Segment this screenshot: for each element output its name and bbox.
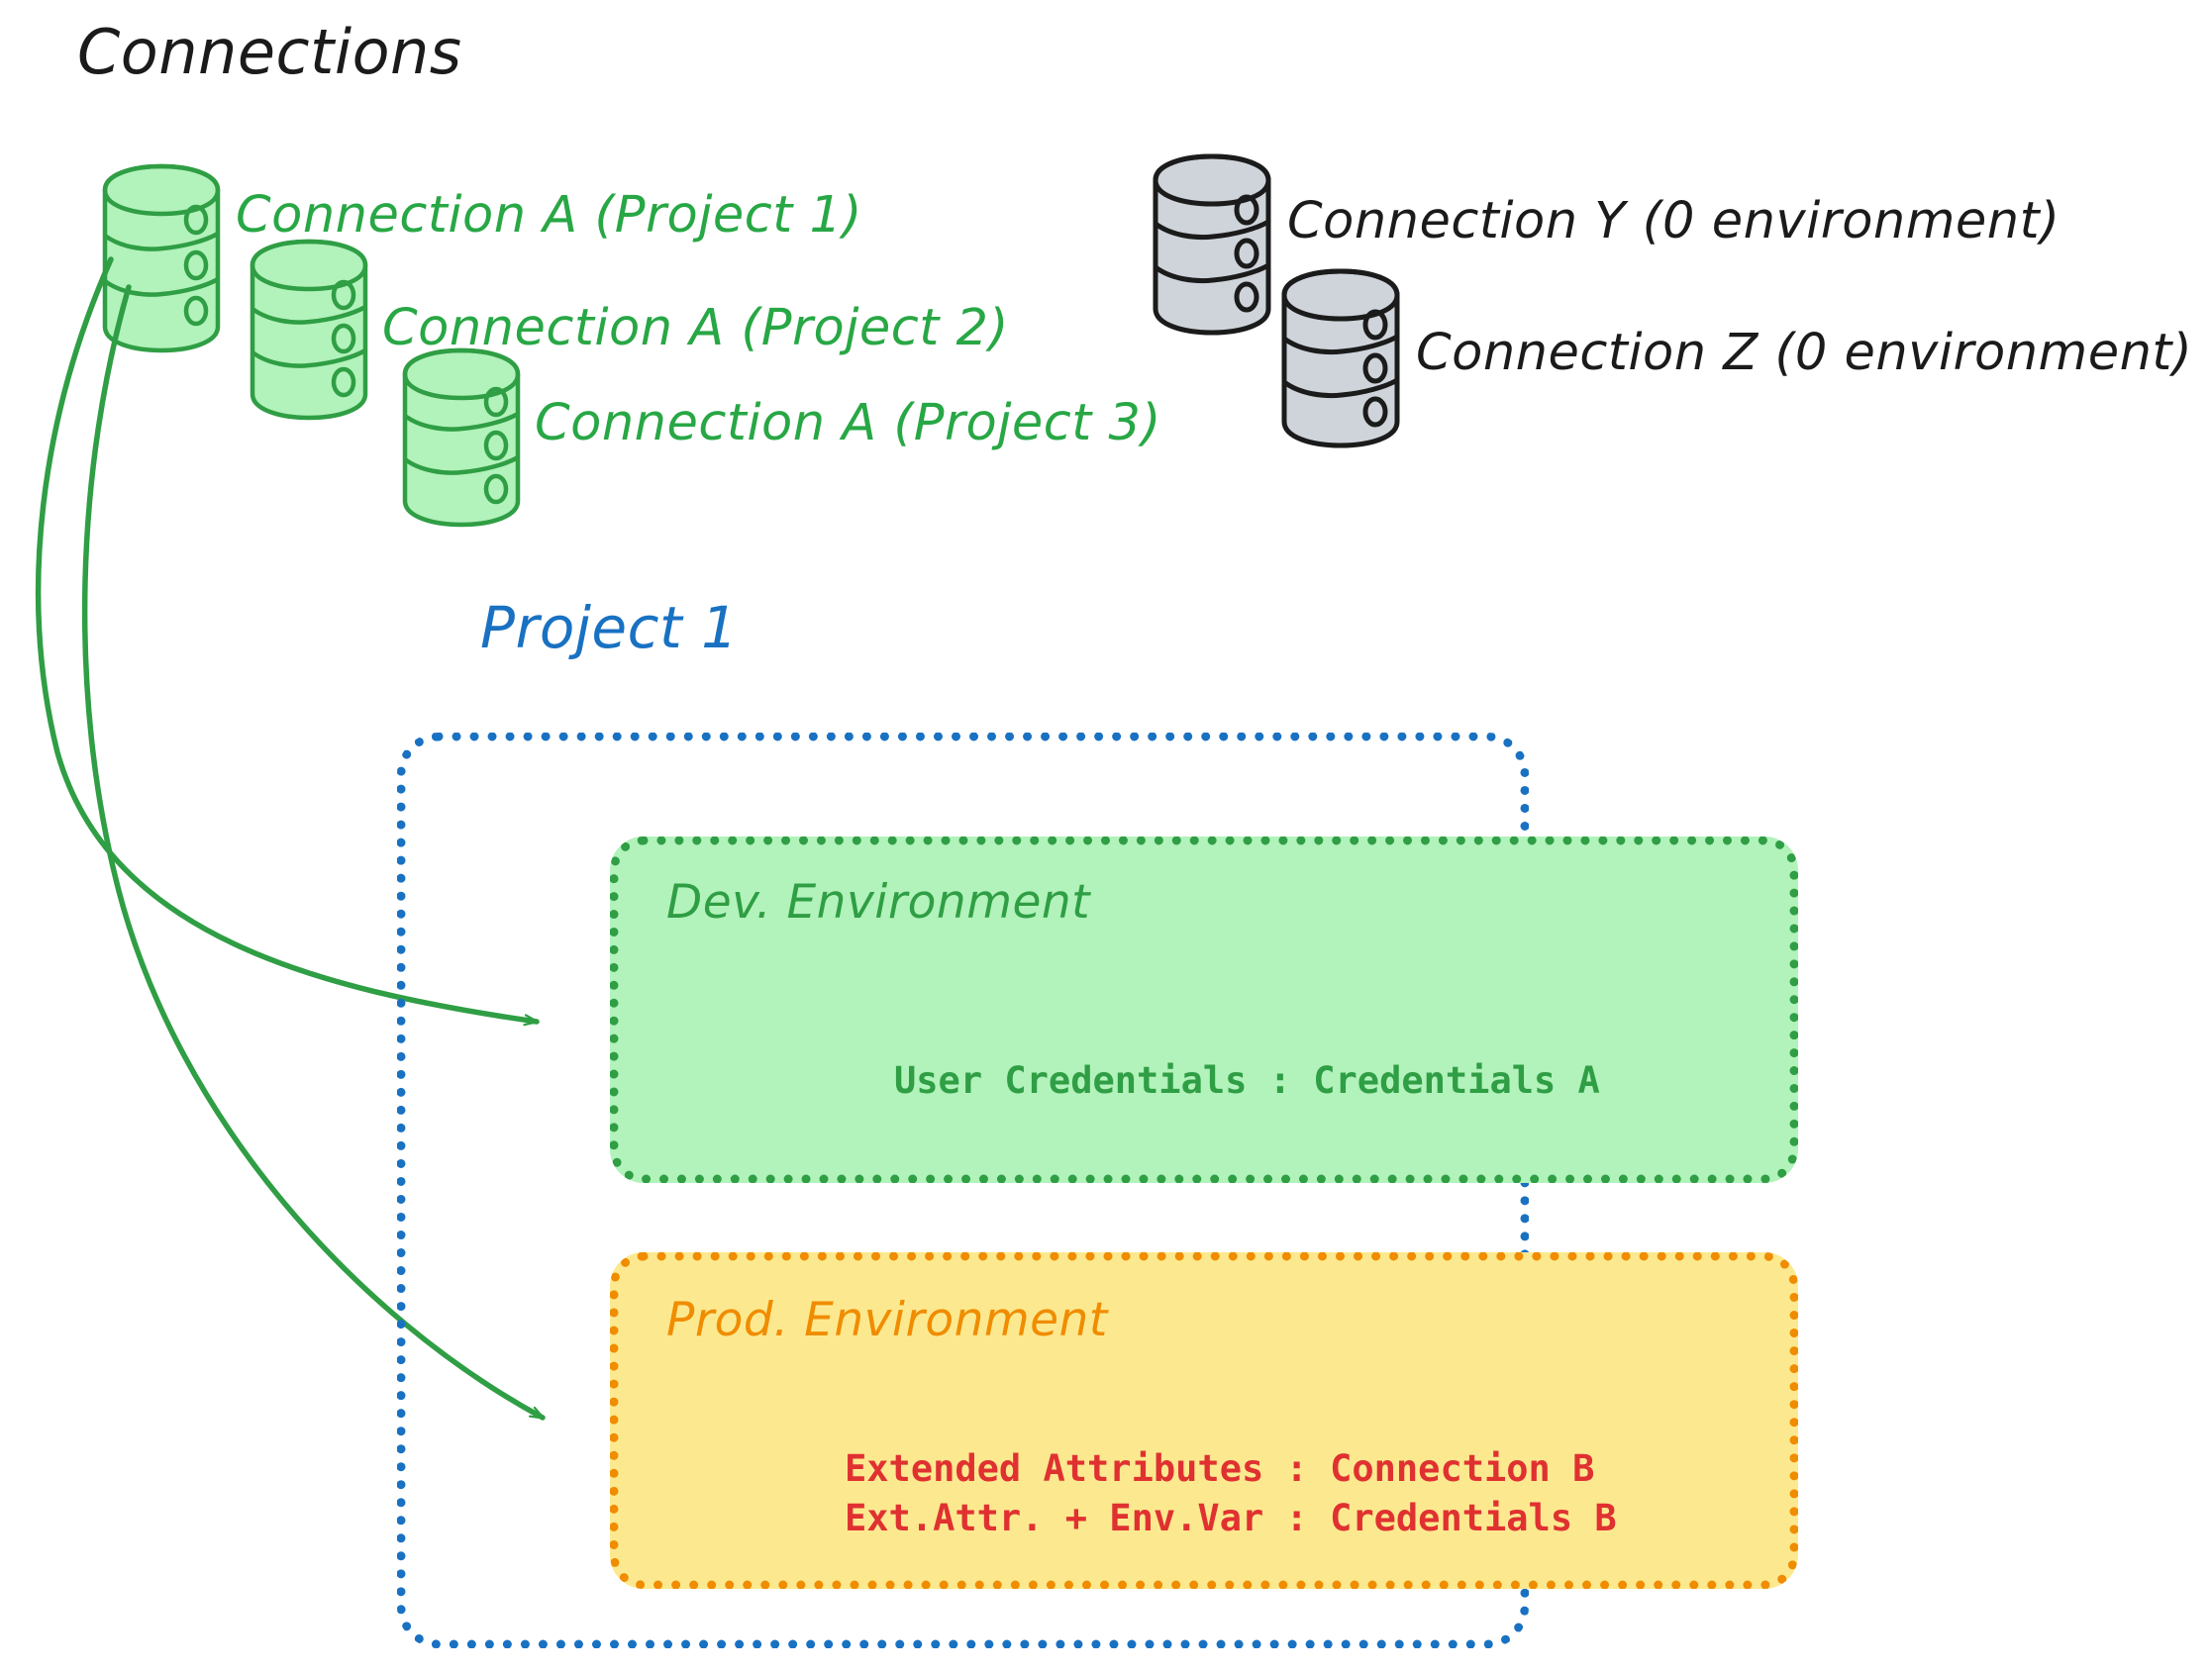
- dev-environment-box: Dev. Environment User Credentials : Cred…: [610, 837, 1798, 1183]
- db-green-1: [102, 163, 221, 353]
- project-title: Project 1: [480, 594, 739, 661]
- dev-environment-line-1: User Credentials : Credentials A: [894, 1059, 1600, 1102]
- prod-environment-line-2: Ext.Attr. + Env.Var : Credentials B: [845, 1497, 1617, 1539]
- prod-environment-title: Prod. Environment: [666, 1293, 1108, 1347]
- connection-label-a-project-1: Connection A (Project 1): [236, 186, 862, 245]
- page-title: Connections: [77, 16, 462, 88]
- connection-label-z: Connection Z (0 environment): [1416, 324, 2193, 382]
- db-green-3: [402, 347, 521, 528]
- connection-label-y: Connection Y (0 environment): [1287, 192, 2061, 250]
- arrow-conn-a-to-dev: [35, 256, 540, 1022]
- dev-environment-title: Dev. Environment: [666, 875, 1091, 930]
- connection-label-a-project-2: Connection A (Project 2): [382, 299, 1009, 357]
- connection-label-a-project-3: Connection A (Project 3): [535, 394, 1161, 452]
- prod-environment-line-1: Extended Attributes : Connection B: [845, 1447, 1595, 1490]
- arrow-conn-a-to-prod: [81, 284, 546, 1421]
- prod-environment-box: Prod. Environment Extended Attributes : …: [610, 1252, 1798, 1589]
- db-green-2: [250, 239, 368, 421]
- project-container-box: [397, 733, 1529, 1648]
- db-gray-1: [1153, 153, 1271, 336]
- db-gray-2: [1281, 268, 1400, 448]
